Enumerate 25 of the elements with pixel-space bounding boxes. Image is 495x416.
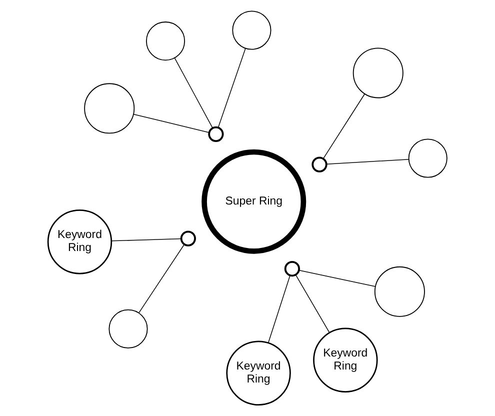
node-circle: Keyword Ring (226, 340, 291, 406)
node-circle (374, 266, 425, 317)
connector (174, 58, 214, 128)
connector (138, 244, 185, 314)
node-circle (208, 126, 224, 142)
node-circle (146, 22, 186, 61)
node-circle (312, 156, 328, 172)
node-circle (408, 138, 448, 178)
connector (326, 158, 410, 165)
connector (111, 238, 182, 242)
node-circle (84, 83, 135, 134)
node-circle (352, 48, 404, 98)
node-circle (284, 260, 300, 277)
connector (322, 94, 366, 159)
connector (298, 270, 376, 287)
node-circle: Keyword Ring (47, 210, 112, 274)
connector (295, 274, 330, 333)
node-circle (180, 230, 196, 246)
node-circle: Keyword Ring (313, 328, 378, 392)
connector (133, 114, 210, 133)
node-circle (232, 10, 272, 50)
node-circle: Super Ring (202, 149, 306, 254)
connector (268, 275, 290, 344)
connector (218, 48, 246, 128)
node-circle (108, 309, 148, 348)
